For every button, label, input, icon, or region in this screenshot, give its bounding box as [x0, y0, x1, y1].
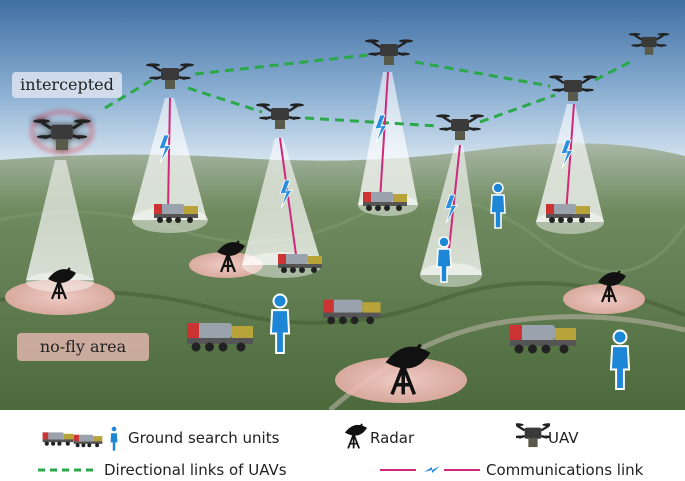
legend-directional-link-swatch [38, 468, 96, 472]
truck-icon [323, 299, 381, 325]
truck-icon [510, 325, 576, 354]
truck-icon [546, 204, 590, 223]
directional-link [187, 86, 263, 114]
no-fly-area-label: no-fly area [17, 333, 149, 361]
legend-directional-links-label: Directional links of UAVs [104, 461, 287, 479]
directional-link [479, 93, 556, 124]
legend-ground-units-label: Ground search units [128, 429, 280, 447]
uav-intercepted [30, 110, 94, 154]
search-beam [242, 138, 322, 265]
directional-link [304, 116, 439, 128]
directional-link [414, 60, 551, 88]
communications-link [565, 103, 575, 215]
truck-icon [154, 204, 198, 223]
truck-icon [278, 254, 322, 273]
directional-link [594, 60, 631, 82]
communications-links [167, 71, 575, 269]
legend-communications-link-label: Communications link [486, 461, 644, 479]
directional-links [104, 53, 631, 128]
intercepted-label: intercepted [12, 72, 122, 98]
legend-uav-label: UAV [548, 429, 579, 447]
no-fly-zone [335, 357, 467, 403]
truck-icon [363, 192, 407, 211]
uav-fleet [30, 31, 671, 154]
directional-link [104, 78, 153, 110]
legend-communications-link-swatch [380, 466, 480, 473]
communications-link [279, 137, 298, 263]
legend-radar-label: Radar [370, 429, 415, 447]
search-beam [358, 72, 418, 205]
scene [0, 0, 685, 410]
legend: Ground search units Radar UAV Directiona… [0, 410, 685, 481]
communications-link [167, 97, 171, 211]
lightning-icon [424, 466, 440, 473]
uav-icon [516, 422, 550, 448]
communications-link [379, 71, 389, 201]
search-beam [26, 160, 94, 280]
radar-icon [344, 423, 368, 450]
uav-search-beams [26, 72, 604, 292]
truck-icon [187, 323, 253, 352]
legend-ground-units-icon [42, 425, 119, 452]
